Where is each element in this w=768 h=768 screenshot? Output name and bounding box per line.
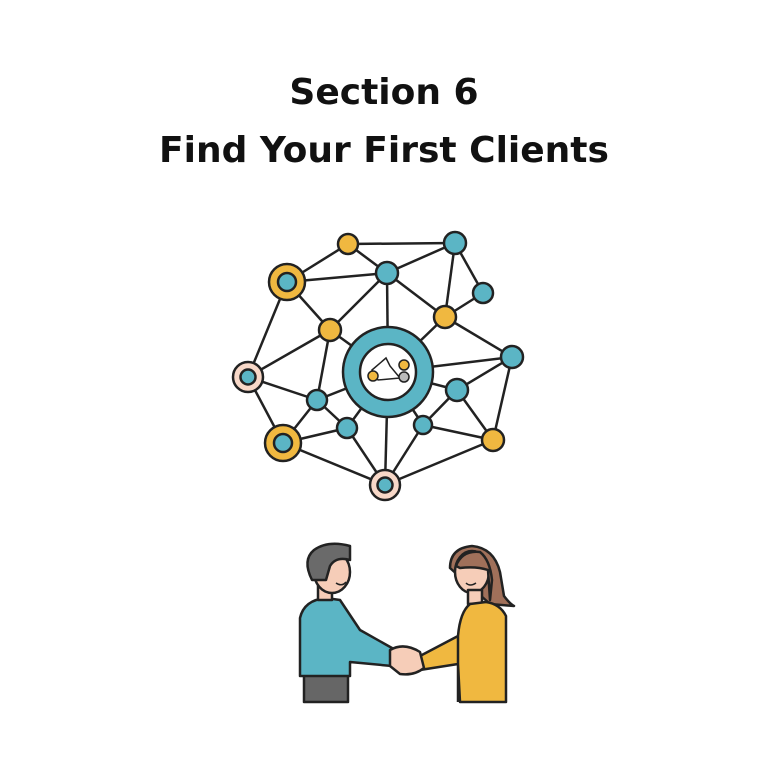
network-node — [442, 230, 468, 256]
network-node — [412, 414, 434, 436]
network-node — [444, 377, 470, 403]
network-node-core — [376, 476, 394, 494]
network-edge — [347, 241, 456, 246]
slide-title: Find Your First Clients — [159, 130, 609, 171]
network-edge — [329, 272, 388, 331]
network-node-core — [276, 271, 298, 293]
network-node — [480, 427, 506, 453]
man-figure — [298, 542, 394, 704]
network-node-core — [272, 432, 294, 454]
mini-node — [398, 359, 410, 371]
handshake-people-icon — [298, 542, 516, 704]
mini-node — [367, 370, 379, 382]
network-edge — [386, 241, 456, 275]
network-graph-icon — [231, 230, 525, 502]
handshake-hands — [388, 645, 426, 676]
network-node — [471, 281, 495, 305]
network-edge — [491, 356, 514, 441]
network-node — [317, 317, 343, 343]
network-edge — [444, 315, 513, 359]
network-node-core — [239, 368, 257, 386]
network-node — [432, 304, 458, 330]
network-edge — [384, 438, 494, 487]
network-node — [336, 232, 360, 256]
network-node — [335, 416, 359, 440]
mini-node — [398, 371, 410, 383]
hub-inner — [358, 342, 418, 402]
network-node — [499, 344, 525, 370]
network-node — [305, 388, 329, 412]
network-edge — [443, 242, 457, 318]
woman-figure — [418, 544, 516, 704]
network-node — [374, 260, 400, 286]
section-label: Section 6 — [289, 72, 479, 113]
